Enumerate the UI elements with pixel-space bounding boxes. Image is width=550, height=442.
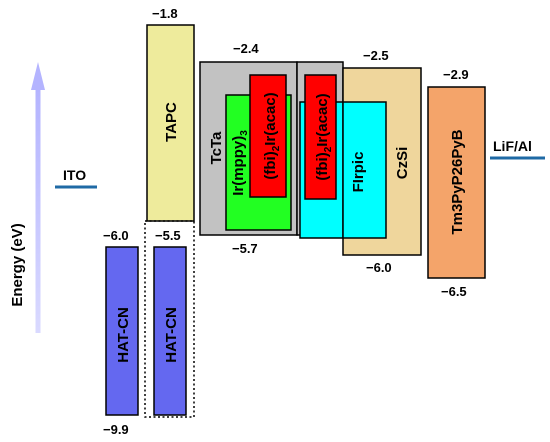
energy-axis-label: Energy (eV): [9, 223, 26, 306]
hatcn-layer-2-label: HAT-CN: [163, 307, 180, 363]
czsi-homo-label: −6.0: [366, 260, 392, 275]
tapc-lumo-label: −1.8: [152, 6, 178, 21]
tapc-hatcn-dotted-outline: [144, 220, 195, 418]
irmppy-layer-label: Ir(mppy)3: [230, 130, 250, 196]
czsi-layer-label: CzSi: [394, 147, 411, 180]
tcta-homo-label: −5.7: [232, 241, 258, 256]
tapc-homo-label: −5.5: [155, 228, 181, 243]
tcta-lumo-label: −2.4: [233, 41, 259, 56]
flrpic-layer-label-overlay: FIrpic: [350, 152, 367, 193]
tapc-layer: [146, 24, 195, 222]
hatcn-bottom-label: −9.9: [103, 422, 129, 437]
lifal-electrode-label: LiF/Al: [493, 138, 532, 154]
hatcn-layer-1-label: HAT-CN: [115, 307, 132, 363]
tapc-layer-label: TAPC: [163, 102, 180, 142]
fbi-iracac-layer-2-label: (fbi)2Ir(acac): [314, 93, 334, 180]
fbi-iracac-layer-1-label: (fbi)2Ir(acac): [262, 92, 282, 179]
czsi-lumo-label: −2.5: [363, 48, 389, 63]
tm3pyp26pyb-layer: [427, 86, 486, 279]
flrpic-layer-overlay: [342, 101, 387, 239]
hatcn-layer-1: [105, 246, 139, 416]
ito-electrode-label: ITO: [63, 167, 86, 183]
tcta-layer-label: TcTa: [208, 131, 225, 164]
tm3-homo-label: −6.5: [441, 284, 467, 299]
tm3-lumo-label: −2.9: [443, 67, 469, 82]
hatcn-homo-label: −6.0: [103, 228, 129, 243]
fbi-iracac-layer-2: [304, 74, 337, 200]
fbi-iracac-layer-1: [249, 74, 287, 198]
energy-axis-arrow: [31, 62, 45, 333]
hatcn-layer-2: [153, 246, 187, 416]
tm3pyp26pyb-layer-label: Tm3PyP26PyB: [449, 129, 466, 234]
